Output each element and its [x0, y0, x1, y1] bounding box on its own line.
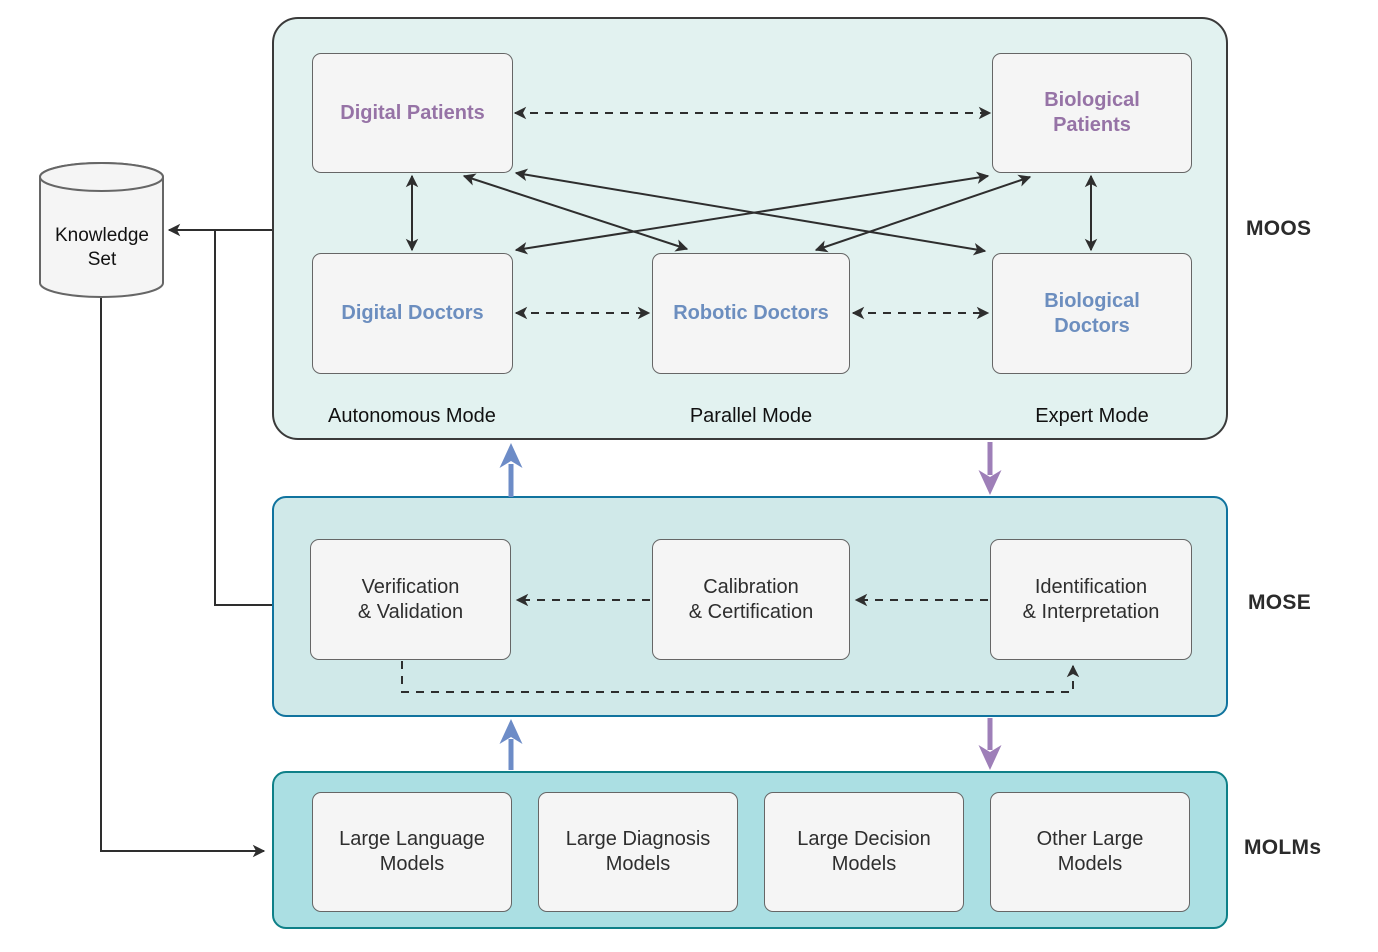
biological-patients-box: Biological Patients: [992, 53, 1192, 173]
knowledge-set-label: Knowledge Set: [54, 225, 150, 270]
calibration-certification-box: Calibration & Certification: [652, 539, 850, 660]
digital-patients-box: Digital Patients: [312, 53, 513, 173]
large-decision-models-box: Large Decision Models: [764, 792, 964, 912]
biological-doctors-box: Biological Doctors: [992, 253, 1192, 374]
large-language-models-box: Large Language Models: [312, 792, 512, 912]
mose-label: MOSE: [1248, 591, 1312, 614]
line-mose-to-knowledge-branch: [214, 231, 272, 606]
parallel-mode-label: Parallel Mode: [689, 405, 813, 427]
arrow-mose-to-moos-up: [499, 443, 523, 497]
moos-label: MOOS: [1246, 217, 1312, 240]
arrow-molms-to-mose-up: [499, 719, 523, 770]
arrow-mose-to-molms-down: [978, 718, 1002, 770]
large-diagnosis-models-box: Large Diagnosis Models: [538, 792, 738, 912]
arrow-moos-to-mose-down: [978, 442, 1002, 495]
molms-label: MOLMs: [1244, 836, 1322, 859]
identification-interpretation-box: Identification & Interpretation: [990, 539, 1192, 660]
verification-validation-box: Verification & Validation: [310, 539, 511, 660]
autonomous-mode-label: Autonomous Mode: [328, 405, 496, 427]
digital-doctors-box: Digital Doctors: [312, 253, 513, 374]
arrow-knowledge-set-to-molms: [100, 298, 266, 858]
expert-mode-label: Expert Mode: [1035, 405, 1149, 427]
robotic-doctors-box: Robotic Doctors: [652, 253, 850, 374]
other-large-models-box: Other Large Models: [990, 792, 1190, 912]
